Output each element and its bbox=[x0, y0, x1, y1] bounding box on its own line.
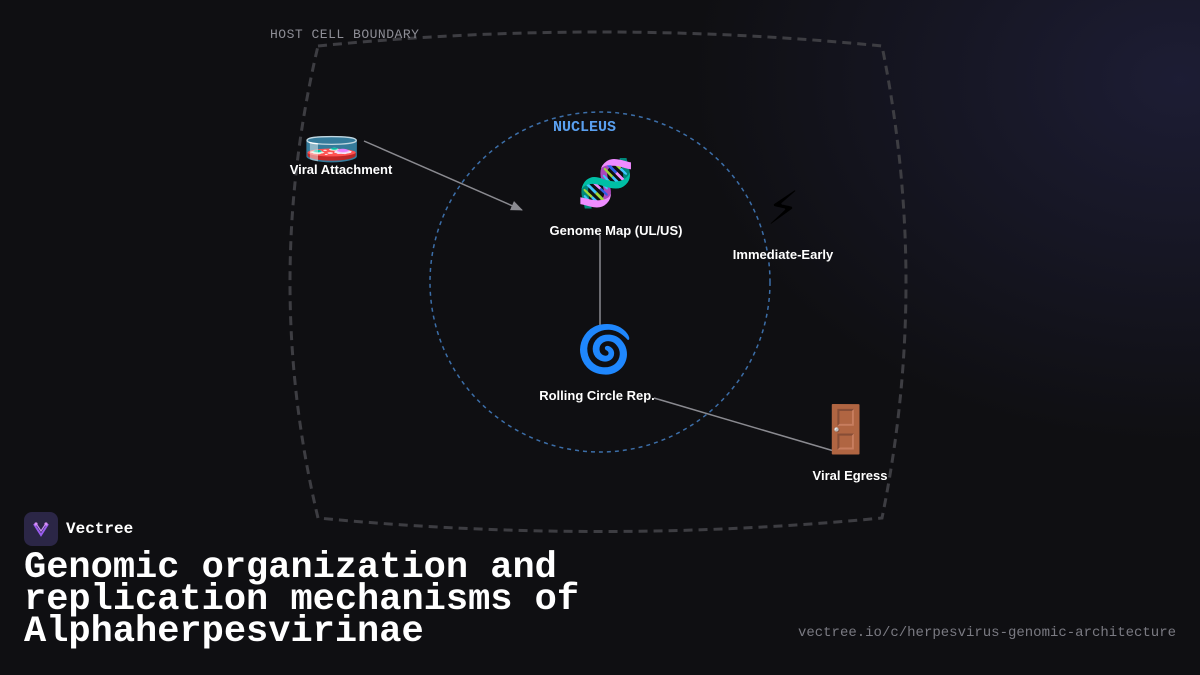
lightning-icon: ⚡ bbox=[766, 181, 800, 235]
node-label-immediate-early: Immediate-Early bbox=[732, 247, 834, 262]
brand-name: Vectree bbox=[66, 520, 134, 538]
source-url[interactable]: vectree.io/c/herpesvirus-genomic-archite… bbox=[797, 625, 1176, 641]
petri-dish-icon: 🧫 bbox=[303, 110, 361, 164]
host-cell-boundary bbox=[288, 30, 908, 533]
node-label-viral-attachment: Viral Attachment bbox=[289, 162, 393, 177]
vectree-logo-icon bbox=[24, 512, 58, 546]
nucleus-boundary bbox=[429, 111, 771, 453]
node-label-viral-egress: Viral Egress bbox=[812, 468, 888, 483]
edge-rolling-to-egress bbox=[653, 397, 835, 452]
node-label-rolling-circle: Rolling Circle Rep. bbox=[539, 388, 655, 403]
host-cell-boundary-label: HOST CELL BOUNDARY bbox=[270, 27, 420, 42]
dna-icon: 🧬 bbox=[577, 156, 635, 210]
door-icon: 🚪 bbox=[817, 402, 875, 456]
edge-attachment-to-genome bbox=[363, 140, 523, 211]
brand: Vectree bbox=[24, 512, 133, 546]
nucleus-label: NUCLEUS bbox=[553, 119, 617, 136]
node-label-genome-map: Genome Map (UL/US) bbox=[549, 223, 683, 238]
page-title: Genomic organization and replication mec… bbox=[24, 547, 580, 653]
cyclone-icon: 🌀 bbox=[576, 322, 634, 376]
